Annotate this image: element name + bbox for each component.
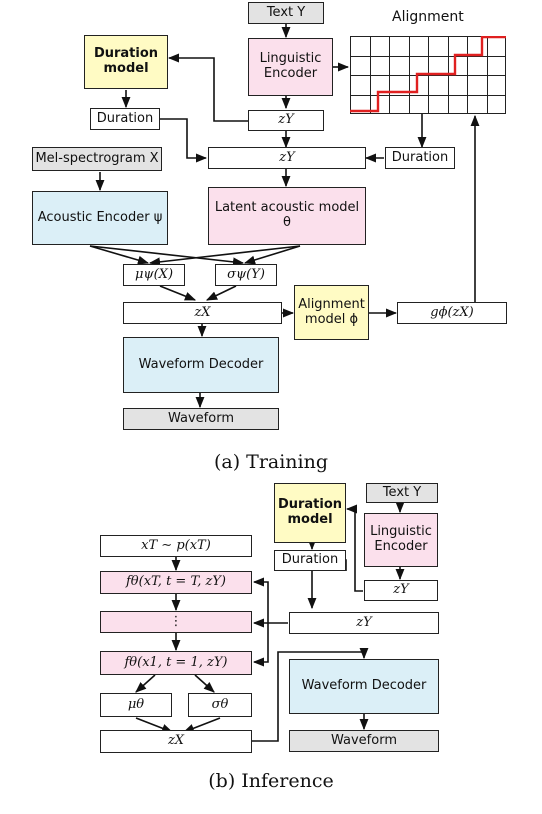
alignment-model-label: Alignment model ϕ — [298, 296, 365, 327]
prior-sample-label: xT ∼ p(xT) — [141, 537, 211, 553]
duration-left-label: Duration — [96, 110, 154, 126]
inference-zy-small: zY — [364, 580, 438, 601]
inference-waveform-label: Waveform — [331, 732, 397, 748]
inference-waveform-decoder-label: Waveform Decoder — [301, 678, 427, 694]
alignment-model-box: Alignment model ϕ — [294, 285, 369, 340]
inference-text-y-label: Text Y — [382, 484, 422, 500]
duration-model-label: Duration model — [93, 46, 159, 76]
waveform-output: Waveform — [123, 408, 279, 430]
zx-latent: zX — [123, 302, 282, 324]
waveform-label: Waveform — [168, 410, 234, 426]
f-theta-step-T: fθ(xT, t = T, zY) — [100, 571, 252, 594]
prior-sample-box: xT ∼ p(xT) — [100, 535, 252, 557]
f-theta-1-label: fθ(x1, t = 1, zY) — [124, 654, 228, 670]
acoustic-encoder-label: Acoustic Encoder ψ — [37, 209, 163, 225]
inference-zx-latent: zX — [100, 730, 252, 753]
f-theta-ellipsis: ⋮ — [100, 611, 252, 633]
mu-theta-box: μθ — [100, 693, 172, 717]
text-y-input: Text Y — [248, 2, 324, 24]
inference-duration-output: Duration — [274, 550, 346, 571]
waveform-decoder-label: Waveform Decoder — [138, 356, 264, 372]
inference-linguistic-encoder-label: Linguistic Encoder — [370, 524, 432, 554]
inference-zx-label: zX — [167, 733, 185, 749]
alignment-title: Alignment — [392, 9, 464, 25]
g-phi-label: gϕ(zX) — [430, 304, 474, 320]
inference-zy-wide-label: zY — [356, 614, 372, 630]
inference-linguistic-encoder-box: Linguistic Encoder — [364, 513, 438, 567]
acoustic-encoder-box: Acoustic Encoder ψ — [32, 191, 168, 245]
inference-duration-model-label: Duration model — [277, 497, 343, 527]
inference-text-y-input: Text Y — [366, 483, 438, 503]
duration-right-label: Duration — [391, 149, 449, 165]
caption-inference: (b) Inference — [208, 770, 334, 792]
mu-theta-label: μθ — [127, 696, 145, 712]
inference-zy-wide: zY — [289, 612, 439, 634]
zy-top-label: zY — [278, 112, 294, 128]
sigma-theta-box: σθ — [188, 693, 252, 717]
inference-waveform-decoder-box: Waveform Decoder — [289, 659, 439, 714]
linguistic-encoder-box: Linguistic Encoder — [248, 38, 333, 96]
f-theta-step-1: fθ(x1, t = 1, zY) — [100, 651, 252, 675]
zy-latent-top: zY — [248, 110, 324, 131]
sigma-theta-label: σθ — [211, 696, 229, 712]
mu-psi-label: μψ(X) — [134, 266, 174, 282]
zy-expanded: zY — [208, 147, 366, 169]
inference-duration-model-box: Duration model — [274, 483, 346, 543]
linguistic-encoder-label: Linguistic Encoder — [259, 51, 322, 81]
duration-output-right: Duration — [385, 147, 455, 169]
sigma-psi-box: σψ(Y) — [215, 264, 277, 286]
mel-spectrogram-label: Mel-spectrogram X — [35, 150, 159, 166]
f-theta-T-label: fθ(xT, t = T, zY) — [126, 574, 226, 590]
latent-model-label: Latent acoustic model θ — [214, 200, 360, 230]
inference-waveform-output: Waveform — [289, 730, 439, 752]
text-y-label: Text Y — [266, 4, 306, 20]
mel-spectrogram-input: Mel-spectrogram X — [32, 147, 162, 171]
g-phi-box: gϕ(zX) — [397, 302, 507, 324]
duration-model-box: Duration model — [84, 35, 168, 89]
zx-label: zX — [194, 304, 211, 320]
latent-acoustic-model-box: Latent acoustic model θ — [208, 187, 366, 245]
ellipsis-label: ⋮ — [169, 613, 183, 629]
duration-output-left: Duration — [90, 108, 160, 130]
inference-zy-small-label: zY — [393, 582, 409, 598]
zy-wide-label: zY — [279, 149, 295, 165]
sigma-psi-label: σψ(Y) — [227, 266, 265, 282]
alignment-grid — [350, 36, 506, 114]
inference-duration-label: Duration — [281, 552, 339, 568]
caption-training: (a) Training — [213, 451, 329, 473]
mu-psi-box: μψ(X) — [123, 264, 185, 286]
waveform-decoder-box: Waveform Decoder — [123, 337, 279, 393]
alignment-path — [350, 36, 506, 113]
